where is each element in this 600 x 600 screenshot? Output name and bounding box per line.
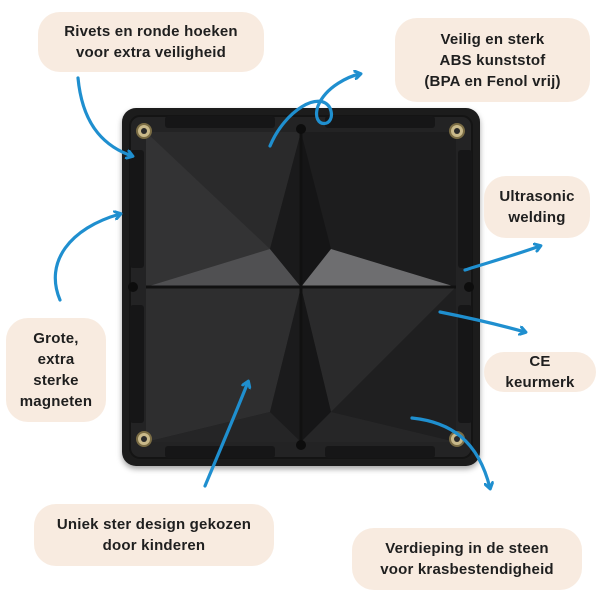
label-depth: Verdieping in de steen voor krasbestendi… — [352, 528, 582, 590]
label-ultrasonic: Ultrasonic welding — [484, 176, 590, 238]
label-ce-line-1: CE keurmerk — [505, 353, 575, 391]
label-ultrasonic-line-2: welding — [508, 209, 566, 226]
rivet-icon — [136, 431, 152, 447]
label-abs: Veilig en sterk ABS kunststof (BPA en Fe… — [395, 18, 590, 102]
star-design — [146, 132, 456, 442]
label-magnets-line-4: magneten — [19, 393, 93, 410]
label-depth-line-1: Verdieping in de steen — [385, 540, 549, 557]
arrow-icon — [203, 382, 248, 488]
label-ce: CE keurmerk — [484, 352, 596, 392]
arrow-icon — [53, 214, 120, 302]
label-abs-line-3: (BPA en Fenol vrij) — [424, 72, 561, 90]
rivet-icon — [449, 123, 465, 139]
label-rivets-line-1: Rivets en ronde hoeken — [64, 23, 238, 40]
arrow-icon — [463, 246, 540, 272]
label-magnets-line-2: extra — [37, 351, 75, 368]
arrow-icon — [76, 76, 132, 156]
label-abs-line-1: Veilig en sterk — [440, 30, 545, 48]
label-star-line-2: door kinderen — [102, 537, 206, 554]
label-rivets: Rivets en ronde hoeken voor extra veilig… — [38, 12, 264, 72]
label-depth-line-2: voor krasbestendigheid — [380, 561, 554, 578]
label-star-line-1: Uniek ster design gekozen — [56, 516, 252, 533]
rivet-icon — [136, 123, 152, 139]
arrow-icon — [268, 74, 360, 148]
arrow-icon — [410, 416, 490, 488]
label-rivets-line-2: voor extra veiligheid — [75, 44, 227, 61]
label-abs-line-2: ABS kunststof — [439, 51, 546, 69]
label-ultrasonic-line-1: Ultrasonic — [499, 188, 575, 205]
label-star: Uniek ster design gekozen door kinderen — [34, 504, 274, 566]
label-magnets-line-1: Grote, — [33, 330, 79, 347]
label-magnets: Grote, extra sterke magneten — [6, 318, 106, 422]
arrow-icon — [438, 310, 525, 332]
label-magnets-line-3: sterke — [33, 372, 79, 389]
